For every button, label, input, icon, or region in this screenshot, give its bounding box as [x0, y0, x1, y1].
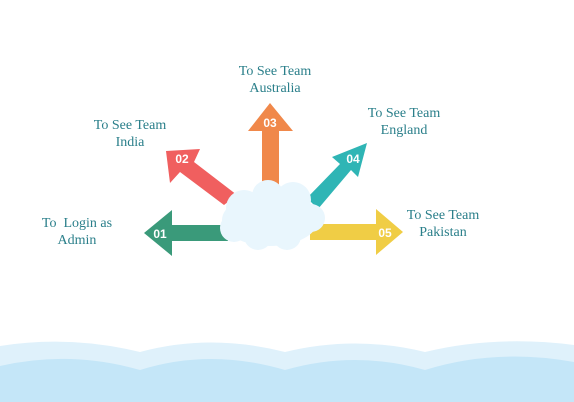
arrow-05-shape[interactable] [310, 209, 403, 255]
arrow-03-number: 03 [263, 116, 277, 130]
arrow-05-number: 05 [378, 226, 392, 240]
option-01-line1: To Login as [41, 216, 113, 231]
arrow-02-number: 02 [175, 152, 189, 166]
arrow-01-shape[interactable] [144, 210, 228, 256]
option-03-arrow[interactable]: 03 [248, 103, 293, 185]
option-01-label[interactable]: To Login as Admin [36, 215, 118, 249]
option-03-line1: To See Team [238, 64, 312, 79]
option-04-line1: To See Team [367, 106, 441, 121]
option-04-line2: England [380, 123, 428, 138]
option-02-label[interactable]: To See Team India [86, 117, 174, 151]
option-03-line2: Australia [249, 81, 301, 96]
option-04-arrow[interactable]: 04 [307, 143, 367, 209]
option-05-line2: Pakistan [419, 225, 467, 240]
option-02-line2: India [115, 135, 145, 150]
wave-front [0, 356, 574, 402]
option-05-line1: To See Team [406, 208, 480, 223]
option-03-label[interactable]: To See Team Australia [229, 63, 321, 97]
option-02-arrow[interactable]: 02 [166, 149, 237, 205]
arrow-03-shape[interactable] [248, 103, 293, 185]
option-05-label[interactable]: To See Team Pakistan [399, 207, 487, 241]
arrow-04-shape[interactable] [307, 143, 367, 209]
arrow-04-number: 04 [346, 152, 360, 166]
arrow-01-number: 01 [153, 227, 167, 241]
center-cloud [220, 180, 325, 250]
arrow-02-shape[interactable] [166, 149, 237, 205]
option-01-line2: Admin [57, 233, 97, 248]
option-01-arrow[interactable]: 01 [144, 210, 228, 256]
option-04-label[interactable]: To See Team England [360, 105, 448, 139]
option-02-line1: To See Team [93, 118, 167, 133]
option-05-arrow[interactable]: 05 [310, 209, 403, 255]
